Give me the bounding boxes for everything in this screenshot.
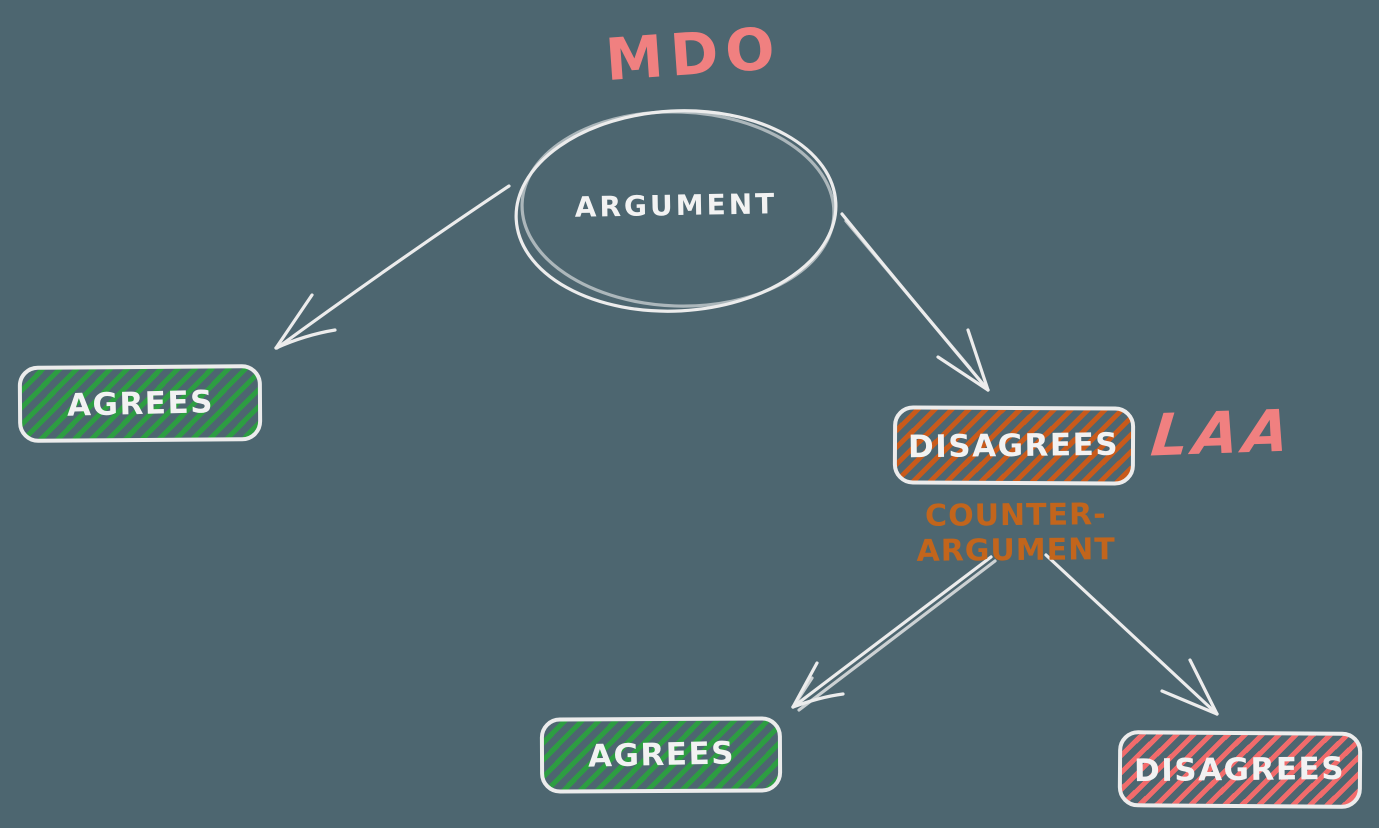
node-agrees-left: AGREES	[17, 364, 263, 443]
laa-label: LAA	[1147, 396, 1298, 470]
arrowhead-line	[274, 293, 314, 350]
arrow-argument-to-disagrees	[840, 212, 990, 392]
arrow-shaft	[1044, 553, 1219, 716]
arrow-argument-to-agrees	[274, 184, 511, 350]
arrow-shaft	[840, 212, 990, 392]
arrow-shaft-overdraw	[797, 559, 997, 712]
arrow-shaft-overdraw	[844, 219, 972, 370]
node-agrees-left-label: AGREES	[66, 383, 214, 424]
node-agrees-bottom: AGREES	[539, 716, 783, 794]
arrowhead-line	[1160, 689, 1219, 716]
title-mdo: MDO	[603, 13, 784, 95]
arrowhead-line	[791, 676, 814, 709]
arrowhead-line	[966, 328, 990, 392]
counter-argument-label: COUNTER-ARGUMENT	[916, 497, 1116, 569]
arrow-counter-to-agrees	[791, 555, 997, 712]
arrowhead-line	[791, 692, 845, 709]
arrowhead-line	[936, 355, 990, 392]
node-disagrees-bottom: DISAGREES	[1117, 730, 1363, 809]
arrowhead-line	[791, 661, 819, 709]
arrow-shaft	[275, 184, 511, 350]
node-agrees-bottom-label: AGREES	[587, 735, 735, 775]
node-disagrees-right: DISAGREES	[892, 405, 1136, 486]
argument-node-label: ARGUMENT	[574, 187, 778, 224]
arrowhead-line	[274, 328, 337, 350]
arrowhead-line	[1188, 658, 1219, 716]
arrow-shaft	[791, 555, 993, 709]
node-disagrees-bottom-label: DISAGREES	[1134, 750, 1346, 789]
arrow-counter-to-disagrees	[1044, 553, 1219, 716]
node-disagrees-right-label: DISAGREES	[908, 426, 1120, 465]
